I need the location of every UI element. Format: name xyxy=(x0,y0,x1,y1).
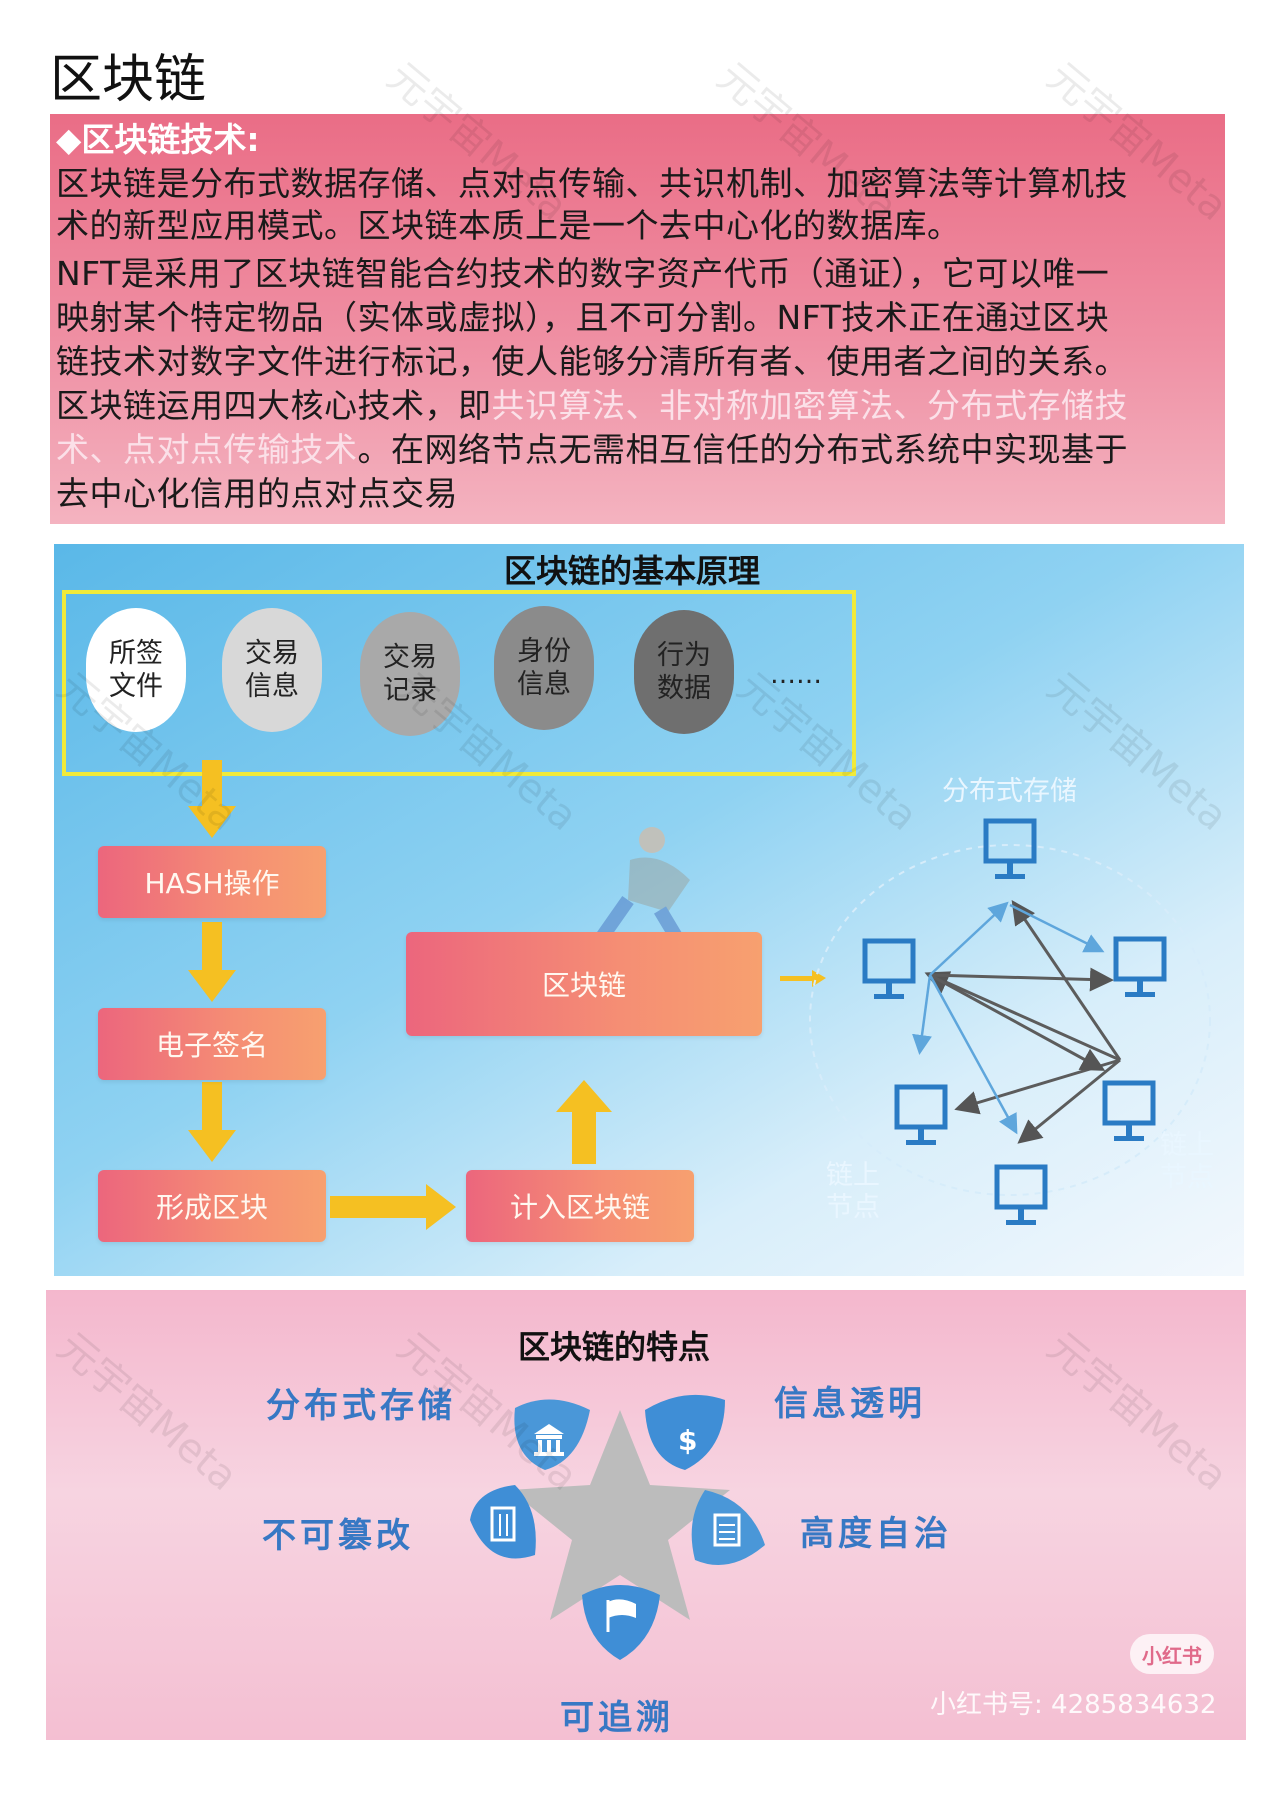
principle-title: 区块链的基本原理 xyxy=(504,552,761,590)
intro-line-6-highlight: 共识算法、非对称加密算法、分布式存储技 xyxy=(491,386,1128,425)
page-title: 区块链 xyxy=(50,50,207,110)
intro-line-6-prefix: 区块链运用四大核心技术，即 xyxy=(56,386,492,425)
blob-transaction-record: 交易记录 xyxy=(360,612,460,736)
footer-id: 小红书号: 4285834632 xyxy=(930,1690,1217,1720)
flow-graphics xyxy=(188,760,1211,1230)
features-star: $ xyxy=(470,1394,765,1660)
building-icon xyxy=(470,1485,536,1559)
step-blockchain: 区块链 xyxy=(406,932,762,1036)
intro-section: ◆区块链技术: 区块链是分布式数据存储、点对点传输、共识机制、加密算法等计算机技… xyxy=(50,114,1225,524)
feature-immutable: 不可篡改 xyxy=(262,1516,414,1556)
intro-line-8: 去中心化信用的点对点交易 xyxy=(56,474,458,513)
flow-arrows xyxy=(188,760,826,1230)
node-label-right: 链上节点 xyxy=(1160,1130,1214,1193)
input-data-box xyxy=(62,590,856,776)
step-add-chain: 计入区块链 xyxy=(466,1170,694,1242)
svg-text:$: $ xyxy=(678,1424,697,1457)
blob-transaction-info: 交易信息 xyxy=(222,608,322,732)
node-monitor-icon xyxy=(862,938,916,999)
footer-badge: 小红书 xyxy=(1130,1634,1214,1674)
intro-line-7: 术、点对点传输技术。在网络节点无需相互信任的分布式系统中实现基于 xyxy=(56,430,1128,470)
intro-heading: ◆区块链技术: xyxy=(56,120,260,159)
flag-icon xyxy=(582,1585,660,1660)
node-monitor-icon xyxy=(1113,936,1167,997)
node-monitor-icon xyxy=(994,1164,1048,1225)
intro-line-3: NFT是采用了区块链智能合约技术的数字资产代币（通证），它可以唯一 xyxy=(56,254,1110,293)
bank-icon xyxy=(514,1399,590,1470)
feature-autonomous: 高度自治 xyxy=(800,1514,952,1554)
intro-line-2: 术的新型应用模式。区块链本质上是一个去中心化的数据库。 xyxy=(56,206,961,245)
intro-line-7-rest: 。在网络节点无需相互信任的分布式系统中实现基于 xyxy=(357,430,1128,469)
node-monitor-icon xyxy=(983,818,1037,879)
intro-line-1: 区块链是分布式数据存储、点对点传输、共识机制、加密算法等计算机技 xyxy=(56,164,1128,203)
blob-identity-info: 身份信息 xyxy=(494,606,594,730)
blob-signed-file: 所签文件 xyxy=(86,608,186,732)
node-label-left: 链上节点 xyxy=(826,1160,880,1223)
ellipsis: …… xyxy=(770,660,822,690)
storage-label: 分布式存储 xyxy=(942,776,1077,807)
node-monitor-icon xyxy=(894,1084,948,1145)
intro-line-7-highlight: 术、点对点传输技术 xyxy=(56,430,358,469)
blob-behavior-data: 行为数据 xyxy=(634,610,734,734)
intro-line-4: 映射某个特定物品（实体或虚拟），且不可分割。NFT技术正在通过区块 xyxy=(56,298,1110,337)
node-monitor-icon xyxy=(1102,1080,1156,1141)
step-sign: 电子签名 xyxy=(98,1008,326,1080)
feature-distributed-storage: 分布式存储 xyxy=(266,1386,456,1426)
step-form-block: 形成区块 xyxy=(98,1170,326,1242)
feature-transparent: 信息透明 xyxy=(774,1384,926,1424)
intro-line-5: 链技术对数字文件进行标记，使人能够分清所有者、使用者之间的关系。 xyxy=(56,342,1128,381)
step-hash: HASH操作 xyxy=(98,846,326,918)
feature-traceable: 可追溯 xyxy=(560,1698,674,1738)
intro-line-6: 区块链运用四大核心技术，即共识算法、非对称加密算法、分布式存储技 xyxy=(56,386,1128,426)
features-title: 区块链的特点 xyxy=(518,1328,711,1366)
dollar-icon: $ xyxy=(645,1394,725,1470)
calculator-icon xyxy=(691,1490,765,1565)
